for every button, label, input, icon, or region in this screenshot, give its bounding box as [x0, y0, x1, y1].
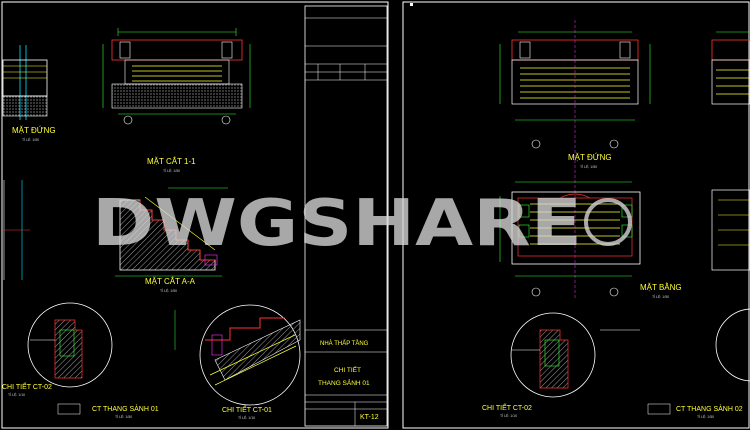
left-ct-thang-scale: TỈ LỆ: 1/50: [115, 414, 132, 419]
right-mat-dung-drawing: [499, 20, 651, 300]
left-ct02-scale: TỈ LỆ: 1/10: [8, 392, 25, 397]
right-ct-thang-scale: TỈ LỆ: 1/50: [697, 414, 714, 419]
right-mat-bang-drawing: [499, 181, 641, 297]
right-ct-thang-title: CT THANG SẢNH 02: [676, 404, 743, 413]
left-tb-project: NHÀ THẤP TẦNG: [320, 340, 369, 347]
left-title-block: [304, 5, 388, 427]
left-sheet-frame: [1, 1, 389, 429]
right-partial-mat-dung-drawing: [711, 31, 750, 382]
right-ct-thang-tag: [647, 403, 671, 415]
left-ct01-title: CHI TIẾT CT-01: [222, 404, 272, 414]
left-mat-dung-scale: TỈ LỆ: 1/50: [22, 137, 39, 142]
left-sheet: MẶT ĐỨNG TỈ LỆ: 1/50 MẶT CẮT 1-1 TỈ LỆ: …: [1, 1, 389, 429]
left-ct02-detail-drawing: [27, 302, 113, 388]
left-mat-dung-drawing: [2, 45, 48, 120]
right-mat-bang-scale: TỈ LỆ: 1/50: [652, 294, 669, 299]
left-tb-drawing-line2: THANG SẢNH 01: [318, 378, 370, 387]
left-mat-dung-title: MẶT ĐỨNG: [12, 126, 56, 135]
right-mat-dung-title: MẶT ĐỨNG: [568, 153, 612, 162]
left-ct01-scale: TỈ LỆ: 1/10: [238, 415, 255, 420]
right-ct02-detail-drawing: [510, 312, 640, 398]
left-tb-drawing-line1: CHI TIẾT: [334, 364, 361, 374]
left-mat-cat-11-scale: TỈ LỆ: 1/50: [163, 168, 180, 173]
left-mat-cat-aa-drawing: [115, 187, 228, 277]
right-mat-bang-title: MẶT BẰNG: [640, 283, 682, 292]
right-ct02-title: CHI TIẾT CT-02: [482, 402, 532, 412]
left-ct-thang-tag: [57, 403, 81, 415]
right-sheet: MẶT ĐỨNG TỈ LỆ: 1/50 MẶT BẰNG TỈ LỆ: 1/5…: [402, 1, 750, 429]
left-tb-sheet-no: KT-12: [360, 414, 379, 421]
left-ct-thang-title: CT THANG SẢNH 01: [92, 404, 159, 413]
right-mat-dung-scale: TỈ LỆ: 1/50: [580, 164, 597, 169]
left-mat-cat-aa-scale: TỈ LỆ: 1/50: [160, 288, 177, 293]
left-mat-cat-11-title: MẶT CẮT 1-1: [147, 157, 196, 166]
right-sheet-marker: [410, 3, 413, 6]
left-mat-cat-11-drawing: [102, 28, 251, 125]
watermark-circle: [584, 198, 632, 246]
left-edge-section-drawing: [3, 180, 30, 280]
watermark-text: DWGSHARE: [92, 187, 582, 261]
right-ct02-scale: TỈ LỆ: 1/10: [500, 413, 517, 418]
left-ct02-title: CHI TIẾT CT-02: [2, 381, 52, 391]
left-ct01-detail-drawing: [174, 304, 301, 406]
left-mat-cat-aa-title: MẶT CẮT A-A: [145, 277, 196, 286]
